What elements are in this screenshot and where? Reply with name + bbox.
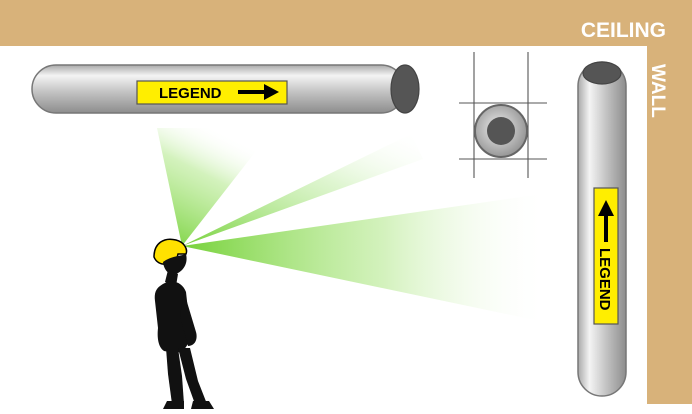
pipe-cross-section — [459, 52, 547, 178]
ceiling-label: CEILING — [581, 19, 666, 42]
horizontal-legend-band — [136, 80, 288, 105]
wall-label: WALL — [647, 64, 668, 118]
vertical-legend-text: LEGEND — [596, 248, 613, 311]
arrow-right-icon — [238, 84, 279, 100]
arrow-up-icon — [598, 200, 614, 242]
horizontal-legend-text: LEGEND — [159, 85, 222, 102]
sightline-to-wall-pipe — [182, 193, 549, 323]
sightlines — [157, 128, 549, 323]
vertical-pipe: LEGEND — [577, 61, 627, 397]
ceiling-band — [0, 0, 692, 46]
wall-band — [647, 46, 692, 404]
sightline-upward — [157, 128, 274, 246]
worker-looking-up-icon — [153, 238, 214, 409]
horizontal-pipe: LEGEND — [31, 64, 420, 114]
sightline-to-cross-section — [182, 134, 423, 246]
